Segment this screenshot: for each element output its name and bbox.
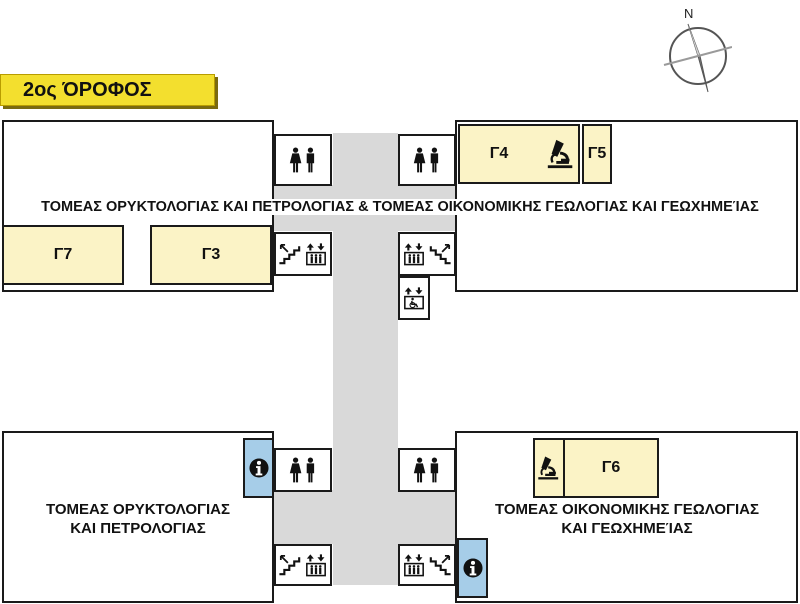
room-g5-label: Γ5 [587, 145, 607, 162]
wc-bottom-right [398, 448, 456, 492]
info-icon [248, 457, 270, 479]
compass: N [660, 2, 732, 98]
stairs-elevator-top-left [274, 232, 332, 276]
room-g3-label: Γ3 [201, 246, 221, 263]
room-g3[interactable]: Γ3 [150, 225, 272, 285]
elevator-icon [402, 239, 426, 269]
room-g6-label: Γ6 [601, 459, 621, 476]
elevator-icon [304, 550, 328, 580]
stairs-icon [278, 550, 302, 580]
wc-icon [286, 456, 320, 484]
room-g4-label: Γ4 [489, 145, 509, 162]
microscope-icon [536, 451, 562, 485]
top-sector-label: ΤΟΜΕΑΣ ΟΡΥΚΤΟΛΟΓΙΑΣ ΚΑΙ ΠΕΤΡΟΛΟΓΙΑΣ & ΤΟ… [39, 199, 761, 215]
stairs-icon [428, 550, 452, 580]
wc-top-right [398, 134, 456, 186]
room-g4[interactable]: Γ4 [458, 124, 580, 184]
info-icon [462, 557, 484, 579]
bottom-left-sector-line2: ΚΑΙ ΠΕΤΡΟΛΟΓΙΑΣ [70, 520, 206, 537]
info-point-left[interactable] [243, 438, 274, 498]
room-g6-lab[interactable] [533, 438, 565, 498]
microscope-icon [545, 132, 577, 176]
info-point-right[interactable] [457, 538, 488, 598]
bottom-left-sector-line1: ΤΟΜΕΑΣ ΟΡΥΚΤΟΛΟΓΙΑΣ [45, 501, 230, 518]
floor-label-text: 2ος ΌΡΟΦΟΣ [23, 78, 152, 101]
room-g5[interactable]: Γ5 [582, 124, 612, 184]
stairs-elevator-top-right [398, 232, 456, 276]
bottom-left-sector-band: ΤΟΜΕΑΣ ΟΡΥΚΤΟΛΟΓΙΑΣ ΚΑΙ ΠΕΤΡΟΛΟΓΙΑΣ [4, 500, 272, 538]
bottom-right-sector-line1: ΤΟΜΕΑΣ ΟΙΚΟΝΟΜΙΚΗΣ ΓΕΩΛΟΓΙΑΣ [494, 501, 760, 518]
room-g6[interactable]: Γ6 [563, 438, 659, 498]
stairs-icon [278, 239, 302, 269]
stairs-icon [428, 239, 452, 269]
wc-bottom-left [274, 448, 332, 492]
room-g7[interactable]: Γ7 [2, 225, 124, 285]
wc-icon [286, 146, 320, 174]
wc-icon [410, 146, 444, 174]
elevator-icon [402, 550, 426, 580]
wheelchair-elevator-icon [402, 283, 426, 313]
room-g7-label: Γ7 [53, 246, 73, 263]
stairs-elevator-bottom-left [274, 544, 332, 586]
wc-icon [410, 456, 444, 484]
stairs-elevator-bottom-right [398, 544, 456, 586]
cross-corridor-bottom [272, 490, 458, 544]
accessible-elevator [398, 276, 430, 320]
compass-north-label: N [684, 6, 693, 21]
floor-label: 2ος ΌΡΟΦΟΣ [0, 74, 215, 106]
bottom-right-sector-line2: ΚΑΙ ΓΕΩΧΗΜΕΊΑΣ [561, 520, 693, 537]
elevator-icon [304, 239, 328, 269]
top-sector-label-band: ΤΟΜΕΑΣ ΟΡΥΚΤΟΛΟΓΙΑΣ ΚΑΙ ΠΕΤΡΟΛΟΓΙΑΣ & ΤΟ… [4, 187, 796, 227]
bottom-right-sector-band: ΤΟΜΕΑΣ ΟΙΚΟΝΟΜΙΚΗΣ ΓΕΩΛΟΓΙΑΣ ΚΑΙ ΓΕΩΧΗΜΕ… [460, 500, 794, 538]
wc-top-left [274, 134, 332, 186]
lab-microscope-icon-g4 [545, 132, 577, 176]
